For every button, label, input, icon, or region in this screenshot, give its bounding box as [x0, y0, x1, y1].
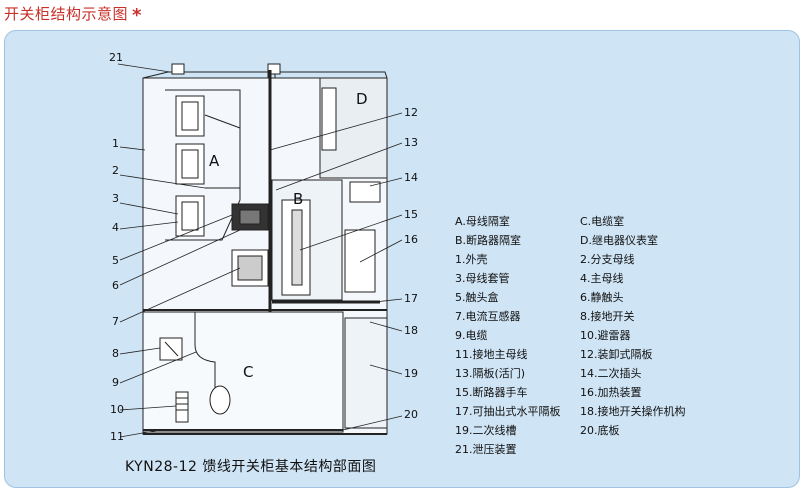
callout-9: 9 — [112, 376, 119, 389]
cable — [194, 312, 216, 400]
secondary-wiring-trough — [344, 317, 388, 429]
zone-d-label: D — [356, 90, 368, 108]
relief-device-left — [171, 63, 185, 75]
callout-2: 2 — [112, 164, 119, 177]
title-text: 开关柜结构示意图 — [4, 5, 129, 23]
callout-18: 18 — [404, 324, 418, 337]
callout-5: 5 — [112, 254, 119, 267]
legend-row: 21.泄压装置 — [455, 442, 517, 456]
page-title: 开关柜结构示意图* — [4, 3, 142, 26]
zone-a-label: A — [209, 152, 220, 170]
callout-16: 16 — [404, 233, 418, 246]
callout-20: 20 — [404, 408, 418, 421]
callout-3: 3 — [112, 192, 119, 205]
secondary-plug — [349, 181, 381, 203]
heater-device — [344, 229, 376, 293]
legend-row: 13.隔板(活门)14.二次插头 — [455, 366, 642, 380]
callout-17: 17 — [404, 292, 418, 305]
surge-arrester — [175, 391, 189, 423]
callout-13: 13 — [404, 136, 418, 149]
callout-6: 6 — [112, 279, 119, 292]
callout-14: 14 — [404, 171, 418, 184]
zone-c-label: C — [243, 363, 253, 381]
roof-right — [274, 71, 388, 79]
callout-7: 7 — [112, 315, 119, 328]
callout-11: 11 — [110, 430, 124, 443]
diagram-panel — [4, 30, 800, 488]
zone-b-label: B — [293, 190, 303, 208]
diagram-caption: KYN28-12 馈线开关柜基本结构部面图 — [125, 459, 377, 475]
relief-device-right — [267, 63, 281, 75]
callout-15: 15 — [404, 208, 418, 221]
instrument-panel — [321, 87, 337, 151]
callout-21: 21 — [109, 51, 123, 64]
busbar-compartment-a — [165, 89, 241, 241]
roof-left — [142, 71, 269, 79]
cable-head — [209, 385, 231, 415]
callout-19: 19 — [404, 367, 418, 380]
callout-8: 8 — [112, 347, 119, 360]
title-star: * — [132, 5, 142, 26]
callout-12: 12 — [404, 106, 418, 119]
callout-10: 10 — [110, 403, 124, 416]
callout-4: 4 — [112, 221, 119, 234]
callout-1: 1 — [112, 137, 119, 150]
